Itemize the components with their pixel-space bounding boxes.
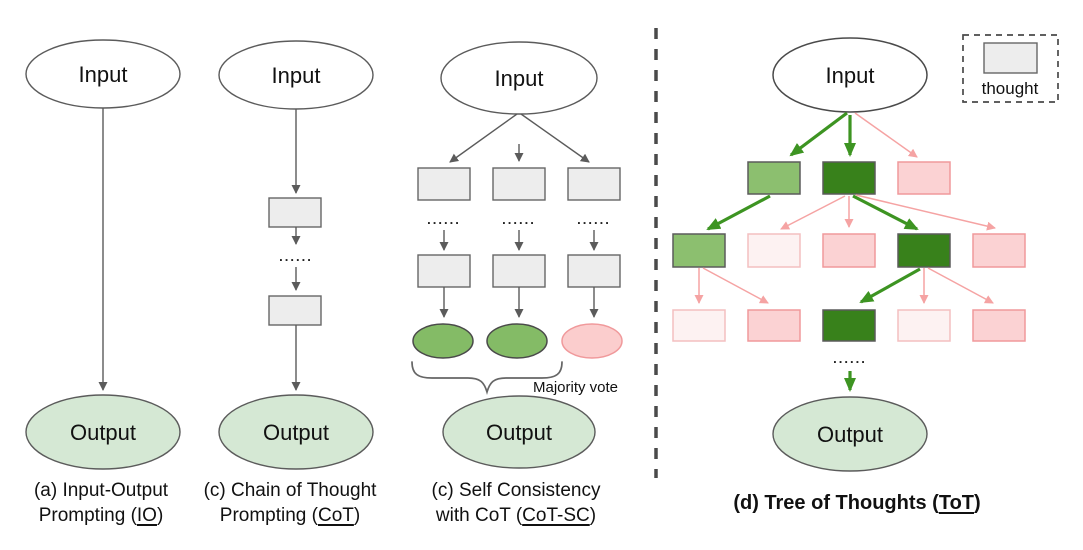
tot-arrow-input-l1b1: [789, 111, 848, 157]
caption-cot-line2: Prompting (CoT): [190, 503, 390, 528]
tot-arrow-l1b2-l2b4: [852, 194, 919, 231]
cotsc-output-label: Output: [486, 420, 552, 445]
caption-cotsc-line2-prefix: with CoT (: [435, 505, 523, 526]
tot-output-ellipse: [772, 396, 928, 472]
caption-tot-prefix: (d) Tree of Thoughts (: [733, 492, 939, 514]
tot-input-label: Input: [826, 63, 875, 88]
cotsc-output-ellipse: [442, 395, 596, 469]
caption-cotsc: (c) Self Consistency with CoT (CoT-SC): [410, 478, 622, 528]
tot-input-ellipse: [772, 37, 928, 113]
tot-l2-box5-pink: [972, 233, 1026, 268]
cot-thought-box-2: [268, 295, 322, 326]
caption-io-abbr: IO: [136, 505, 157, 526]
cotsc-box-r2c3: [567, 254, 621, 288]
tot-l3-box4-faintpink: [897, 309, 951, 342]
io-output-label: Output: [70, 420, 136, 445]
tot-arrow-l1b2-l2b2: [780, 195, 846, 230]
cotsc-box-r2c2: [492, 254, 546, 288]
legend-thought-label: thought: [982, 79, 1039, 98]
caption-tot-suffix: ): [974, 492, 981, 514]
io-output-ellipse: [25, 394, 181, 470]
cot-dots: ......: [279, 249, 313, 264]
cotsc-box-r1c3: [567, 167, 621, 201]
caption-cot-line1: (c) Chain of Thought: [203, 480, 377, 501]
caption-cotsc-abbr: CoT-SC: [522, 505, 590, 526]
cotsc-dots-3: ......: [577, 212, 611, 227]
caption-cot: (c) Chain of Thought Prompting (CoT): [190, 478, 390, 528]
caption-cotsc-line2: with CoT (CoT-SC): [410, 503, 622, 528]
cotsc-arrow-right: [520, 113, 590, 163]
tot-l3-box2-pink: [747, 309, 801, 342]
tot-l2-box3-pink: [822, 233, 876, 268]
caption-tot-abbr: ToT: [938, 492, 975, 514]
caption-io-line2-prefix: Prompting (: [38, 505, 137, 526]
tot-output-label: Output: [817, 422, 883, 447]
cotsc-input-label: Input: [495, 66, 544, 91]
caption-io-line2-suffix: ): [156, 505, 164, 526]
tot-l2-box1-midgreen: [672, 233, 726, 268]
cotsc-box-r2c1: [417, 254, 471, 288]
tot-arrow-l2b1-l3b2: [702, 267, 769, 304]
cot-input-label: Input: [272, 63, 321, 88]
tot-l2-box2-faintpink: [747, 233, 801, 268]
cotsc-arrow-left: [449, 113, 518, 163]
tot-l2-box4-darkgreen: [897, 233, 951, 268]
caption-cot-line2-prefix: Prompting (: [219, 505, 318, 526]
caption-io: (a) Input-Output Prompting (IO): [3, 478, 199, 528]
cotsc-dots-1: ......: [427, 212, 461, 227]
tot-arrow-l2b4-l3b3: [859, 267, 921, 304]
majority-vote-brace: [411, 361, 563, 395]
tot-l1-box2-darkgreen: [822, 161, 876, 195]
majority-vote-label: Majority vote: [533, 379, 618, 396]
tot-arrow-l2b4-l3b5: [927, 267, 994, 304]
tot-l1-box3-pink: [897, 161, 951, 195]
cotsc-answer-green-2: [486, 323, 548, 359]
cotsc-input-ellipse: [440, 41, 598, 115]
caption-cot-line2-suffix: ): [353, 505, 361, 526]
caption-io-line1: (a) Input-Output: [33, 480, 169, 501]
caption-io-line2: Prompting (IO): [3, 503, 199, 528]
caption-cotsc-line1: (c) Self Consistency: [431, 480, 601, 501]
cotsc-answer-pink: [561, 323, 623, 359]
cotsc-box-r1c1: [417, 167, 471, 201]
tot-l3-box5-pink: [972, 309, 1026, 342]
cotsc-box-r1c2: [492, 167, 546, 201]
tot-l1-box1-midgreen: [747, 161, 801, 195]
tot-l3-box3-darkgreen: [822, 309, 876, 342]
tot-dots: ......: [833, 351, 867, 366]
tot-arrow-l1b2-l2b5: [855, 194, 996, 231]
cotsc-answer-green-1: [412, 323, 474, 359]
cot-thought-box-1: [268, 197, 322, 228]
cotsc-dots-2: ......: [502, 212, 536, 227]
tot-l3-box1-faintpink: [672, 309, 726, 342]
caption-cotsc-line2-suffix: ): [589, 505, 597, 526]
cot-output-ellipse: [218, 394, 374, 470]
tot-arrow-l1b1-l2b1: [706, 194, 771, 231]
caption-tot: (d) Tree of Thoughts (ToT): [697, 490, 1017, 516]
caption-cot-abbr: CoT: [317, 505, 354, 526]
tot-arrow-input-l1b3: [854, 112, 918, 158]
cot-output-label: Output: [263, 420, 329, 445]
io-input-label: Input: [79, 62, 128, 87]
legend-thought-swatch: [983, 42, 1038, 74]
